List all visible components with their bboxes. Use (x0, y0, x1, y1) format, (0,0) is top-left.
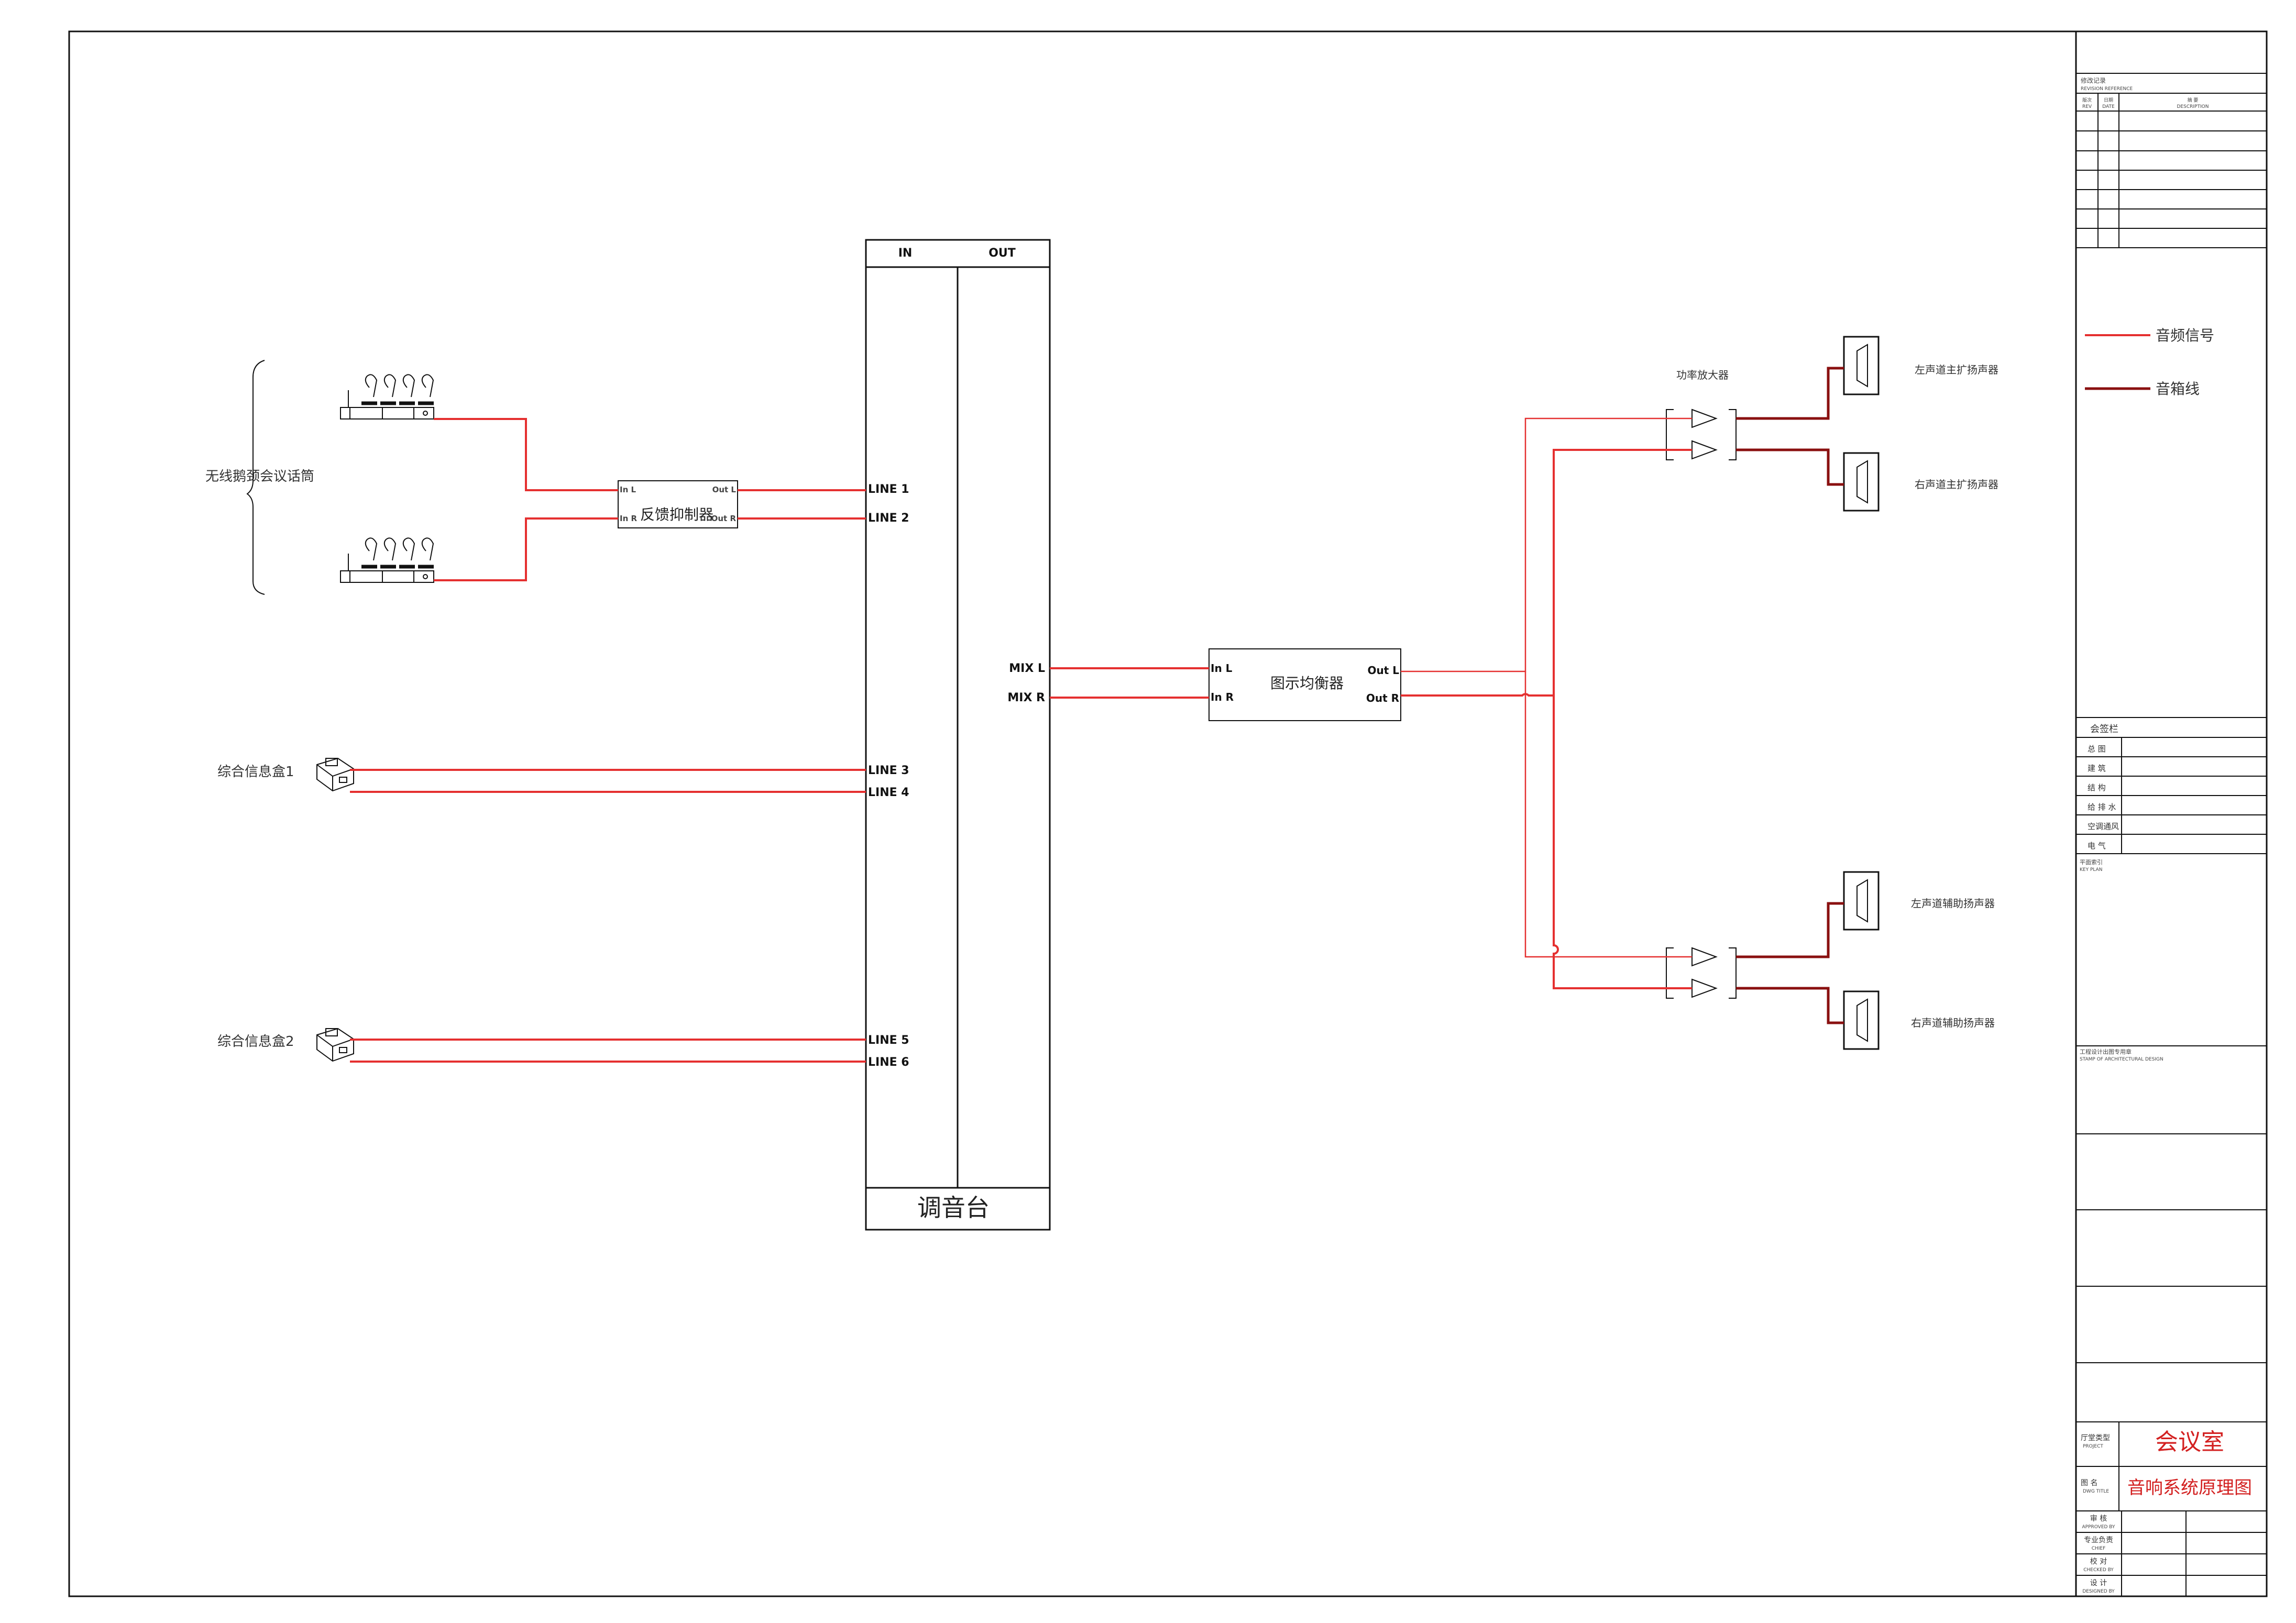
signoff-designed-en: DESIGNED BY (2082, 1589, 2115, 1594)
signoff-designed-cn: 设 计 (2090, 1579, 2107, 1587)
revision-title-en: REVISION REFERENCE (2081, 86, 2133, 92)
project-value: 会议室 (2155, 1429, 2224, 1455)
graphic-eq-title: 图示均衡器 (1270, 675, 1344, 692)
rev-col-date-en: DATE (2102, 104, 2115, 109)
fs-out-l: Out L (712, 485, 737, 494)
discipline-architecture: 建 筑 (2088, 764, 2106, 773)
feedback-suppressor-title: 反馈抑制器 (640, 506, 713, 523)
power-amplifier-aux (1666, 947, 1737, 999)
mixer-console: IN OUT 调音台 LINE 1 LINE 2 LINE 3 LINE 4 L… (865, 239, 1051, 1231)
signoff-chief-en: CHIEF (2092, 1546, 2106, 1551)
dwg-label-cn: 图 名 (2081, 1479, 2097, 1487)
mixer-line-2-label: LINE 2 (868, 512, 909, 525)
mixer-mix-l-label: MIX L (1009, 662, 1045, 675)
mixer-in-header: IN (898, 247, 913, 260)
info-box-1-caption: 综合信息盒1 (217, 764, 294, 780)
mixer-out-header: OUT (988, 247, 1016, 260)
mixer-line-6-label: LINE 6 (868, 1056, 909, 1069)
mixer-mix-r-label: MIX R (1007, 691, 1045, 704)
rev-col-desc-en: DESCRIPTION (2177, 104, 2209, 109)
title-block: 修改记录 REVISION REFERENCE 版次 REV 日期 DATE 摘… (2075, 73, 2267, 1596)
info-box-1: 综合信息盒1 (217, 757, 354, 792)
dwg-label-en: DWG TITLE (2083, 1489, 2109, 1494)
wireless-receiver-2 (340, 537, 434, 583)
discipline-hvac: 空调通风 (2088, 822, 2119, 831)
geq-in-l: In L (1211, 662, 1233, 675)
signoff-checked-en: CHECKED BY (2083, 1567, 2114, 1573)
rev-col-desc-cn: 摘 要 (2188, 97, 2199, 103)
info-box-2: 综合信息盒2 (217, 1028, 354, 1062)
wireless-mic-group: 无线鹅颈会议话筒 (205, 360, 434, 595)
mic-group-brace (246, 360, 265, 595)
key-plan-cn: 平面索引 (2080, 858, 2103, 866)
speaker-right-aux: 右声道辅助扬声器 (1843, 990, 1995, 1050)
discipline-electrical: 电 气 (2088, 841, 2106, 851)
geq-in-r: In R (1211, 691, 1234, 703)
rev-col-rev-cn: 版次 (2082, 97, 2092, 103)
speaker-right-aux-label: 右声道辅助扬声器 (1911, 1017, 1995, 1029)
geq-out-l: Out L (1367, 664, 1399, 677)
speaker-left-aux-label: 左声道辅助扬声器 (1911, 897, 1995, 910)
amplifier-title: 功率放大器 (1676, 369, 1729, 381)
speaker-right-main-label: 右声道主扩扬声器 (1915, 478, 1998, 491)
stamp-en: STAMP OF ARCHITECTURAL DESIGN (2080, 1057, 2163, 1062)
speaker-right-main: 右声道主扩扬声器 (1843, 452, 1998, 512)
stamp-cn: 工程设计出图专用章 (2080, 1048, 2132, 1055)
graphic-equalizer: 图示均衡器 In L In R Out L Out R (1209, 648, 1401, 721)
mixer-line-3-label: LINE 3 (868, 764, 909, 777)
fs-in-r: In R (620, 514, 637, 523)
dwg-value: 音响系统原理图 (2127, 1477, 2252, 1498)
rev-col-rev-en: REV (2082, 104, 2092, 109)
countersign-title: 会签栏 (2090, 724, 2118, 735)
power-amplifier-main (1666, 408, 1737, 460)
speaker-left-main: 左声道主扩扬声器 (1843, 336, 1998, 395)
signoff-chief-cn: 专业负责 (2084, 1536, 2113, 1544)
legend: 音频信号 音箱线 (2085, 327, 2214, 398)
info-box-2-caption: 综合信息盒2 (217, 1034, 294, 1050)
rev-col-date-cn: 日期 (2104, 97, 2113, 103)
fs-in-l: In L (620, 485, 636, 494)
signoff-approved-cn: 审 核 (2090, 1515, 2107, 1523)
wireless-receiver-1 (340, 374, 434, 419)
discipline-structure: 结 构 (2088, 783, 2106, 792)
fs-out-r: Out R (711, 514, 737, 523)
discipline-plumbing: 给 排 水 (2088, 802, 2116, 812)
speaker-left-aux: 左声道辅助扬声器 (1843, 871, 1995, 931)
mixer-line-1-label: LINE 1 (868, 483, 909, 496)
key-plan-en: KEY PLAN (2080, 867, 2102, 873)
signoff-checked-cn: 校 对 (2090, 1557, 2107, 1566)
wireless-mic-caption: 无线鹅颈会议话筒 (205, 469, 314, 484)
legend-speaker-cable-label: 音箱线 (2156, 380, 2200, 398)
signoff-approved-en: APPROVED BY (2082, 1525, 2115, 1530)
mixer-line-4-label: LINE 4 (868, 786, 909, 799)
feedback-suppressor: 反馈抑制器 In L In R Out L Out R (618, 480, 738, 528)
discipline-general: 总 图 (2088, 744, 2106, 754)
drawing-frame (68, 30, 2268, 1597)
speaker-cables (1736, 367, 1844, 1024)
mixer-line-5-label: LINE 5 (868, 1034, 909, 1047)
audio-signal-wires (350, 417, 1692, 1063)
project-label-cn: 厅堂类型 (2081, 1434, 2110, 1442)
speaker-left-main-label: 左声道主扩扬声器 (1915, 363, 1998, 376)
mixer-title: 调音台 (917, 1194, 990, 1222)
project-label-en: PROJECT (2083, 1444, 2103, 1449)
geq-out-r: Out R (1366, 692, 1399, 704)
revision-title-cn: 修改记录 (2081, 76, 2106, 84)
legend-audio-signal-label: 音频信号 (2156, 327, 2214, 344)
